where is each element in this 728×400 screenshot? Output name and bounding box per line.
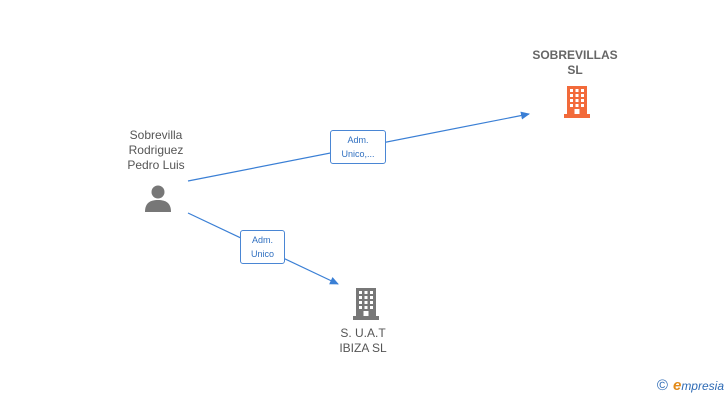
person-icon[interactable] [143, 183, 173, 213]
person-name-line-3: Pedro Luis [127, 158, 185, 172]
edge-label-line-1: Adm. [347, 135, 369, 145]
person-name-line-1: Sobrevilla [129, 128, 183, 142]
sobrevillas-name-line-1: SOBREVILLAS [532, 48, 618, 62]
edge-label-adm-unico-secondary[interactable]: Adm. Unico [240, 230, 285, 264]
building-icon[interactable] [561, 84, 593, 118]
brand-name: mpresia [681, 378, 724, 393]
person-name-line-2: Rodriguez [128, 143, 184, 157]
suat-ibiza-name-line-2: IBIZA SL [339, 341, 387, 355]
copyright-icon: © [656, 377, 668, 394]
brand-initial: e [672, 377, 682, 394]
sobrevillas-node-label[interactable]: SOBREVILLAS SL [515, 48, 635, 78]
edge-label-adm-unico-main[interactable]: Adm. Unico,... [330, 130, 386, 164]
building-icon[interactable] [350, 286, 382, 320]
suat-ibiza-name-line-1: S. U.A.T [340, 326, 386, 340]
edge-label-line-1: Adm. [251, 235, 273, 245]
suat-ibiza-node-label[interactable]: S. U.A.T IBIZA SL [313, 326, 413, 356]
person-node-label[interactable]: Sobrevilla Rodriguez Pedro Luis [106, 128, 206, 173]
edge-label-line-2: Unico,... [341, 149, 375, 159]
sobrevillas-name-line-2: SL [567, 63, 583, 77]
edge-label-line-2: Unico [250, 249, 274, 259]
